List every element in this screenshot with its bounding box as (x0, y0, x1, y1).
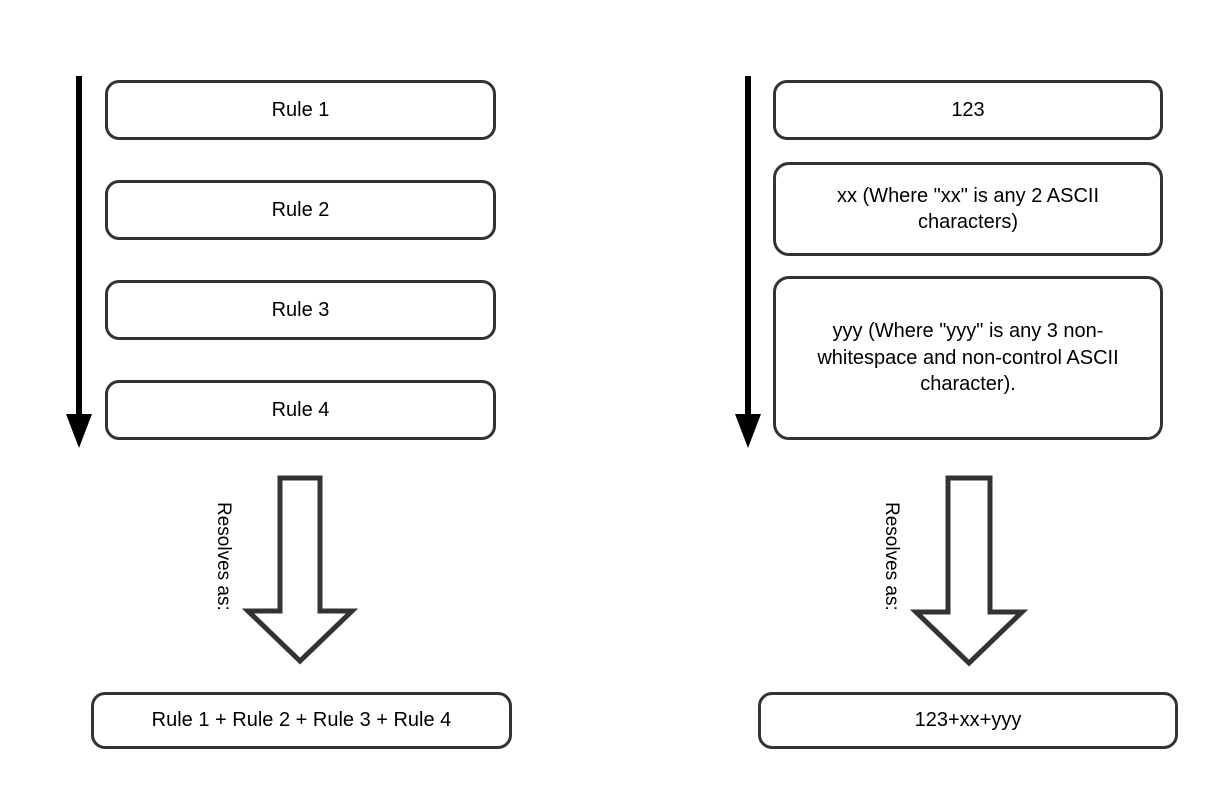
resolved-result-label-left: Rule 1 + Rule 2 + Rule 3 + Rule 4 (151, 709, 452, 732)
flow-spine-arrow-right (735, 76, 761, 448)
rule-box-4[interactable]: Rule 4 (105, 380, 496, 440)
resolved-result-box-right[interactable]: 123+xx+yyy (758, 692, 1178, 749)
rule-box-4-label: Rule 4 (271, 398, 330, 421)
rule-box-2-label: Rule 2 (271, 198, 330, 221)
rule-box-3-label: Rule 3 (271, 298, 330, 321)
flow-spine-arrow-left (66, 76, 92, 448)
rule-box-1-label: Rule 1 (271, 98, 330, 121)
rule-box-2[interactable]: Rule 2 (105, 180, 496, 240)
example-box-1[interactable]: 123 (773, 80, 1163, 140)
example-box-3[interactable]: yyy (Where "yyy" is any 3 non-whitespace… (773, 276, 1163, 440)
resolved-result-box-left[interactable]: Rule 1 + Rule 2 + Rule 3 + Rule 4 (91, 692, 512, 749)
resolves-block-arrow-left (241, 475, 359, 665)
example-box-3-label: yyy (Where "yyy" is any 3 non-whitespace… (817, 320, 1119, 396)
resolves-as-label-right: Resolves as: (881, 502, 902, 611)
resolves-block-arrow-right (909, 475, 1029, 667)
resolves-as-label-left: Resolves as: (213, 502, 234, 611)
rule-box-1[interactable]: Rule 1 (105, 80, 496, 140)
rule-box-3[interactable]: Rule 3 (105, 280, 496, 340)
example-box-2[interactable]: xx (Where "xx" is any 2 ASCII characters… (773, 162, 1163, 256)
example-box-2-label: xx (Where "xx" is any 2 ASCII characters… (836, 184, 1100, 233)
resolved-result-label-right: 123+xx+yyy (914, 709, 1022, 732)
example-box-1-label: 123 (951, 98, 985, 121)
